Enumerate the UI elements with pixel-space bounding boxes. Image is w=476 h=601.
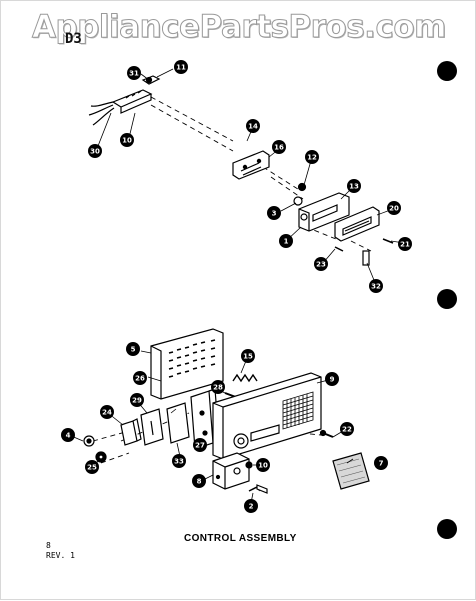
svg-text:31: 31 — [129, 70, 139, 78]
svg-text:15: 15 — [243, 353, 253, 361]
svg-text:10: 10 — [122, 137, 132, 145]
svg-text:20: 20 — [389, 205, 399, 213]
escutcheon-part — [334, 206, 380, 242]
callout-13: 13 — [347, 179, 361, 193]
callout-4: 4 — [61, 428, 75, 442]
mounting-bracket-part — [232, 150, 270, 180]
svg-text:7: 7 — [379, 460, 384, 468]
terminal-block-part — [88, 75, 161, 126]
svg-text:21: 21 — [400, 241, 410, 249]
knob-part — [297, 182, 307, 192]
diagram-title: CONTROL ASSEMBLY — [184, 533, 297, 544]
callout-25: 25 — [85, 460, 99, 474]
callout-9: 9 — [325, 372, 339, 386]
callout-20: 20 — [387, 201, 401, 215]
callout-16: 16 — [272, 140, 286, 154]
callout-1: 1 — [279, 234, 293, 248]
callout-23: 23 — [314, 257, 328, 271]
callout-24: 24 — [100, 405, 114, 419]
svg-text:25: 25 — [87, 464, 97, 472]
svg-text:33: 33 — [174, 458, 184, 466]
callout-31: 31 — [127, 66, 141, 80]
svg-text:12: 12 — [307, 154, 317, 162]
svg-text:24: 24 — [102, 409, 112, 417]
svg-text:22: 22 — [342, 426, 352, 434]
svg-text:8: 8 — [197, 478, 202, 486]
callout-26: 26 — [133, 371, 147, 385]
svg-text:4: 4 — [66, 432, 71, 440]
control-panel-part — [298, 192, 350, 232]
svg-text:5: 5 — [131, 346, 136, 354]
binder-hole — [437, 519, 457, 539]
svg-text:29: 29 — [132, 397, 142, 405]
callout-7: 7 — [374, 456, 388, 470]
svg-text:13: 13 — [349, 183, 359, 191]
back-plate-part — [150, 328, 224, 400]
callout-22: 22 — [340, 422, 354, 436]
callout-29: 29 — [130, 393, 144, 407]
svg-text:32: 32 — [371, 283, 381, 291]
page-number: 8 — [46, 541, 51, 550]
spring-part — [232, 373, 258, 383]
side-bracket-part — [120, 418, 142, 446]
callout-27: 27 — [193, 438, 207, 452]
svg-text:28: 28 — [213, 384, 223, 392]
svg-text:9: 9 — [330, 376, 335, 384]
callout-33: 33 — [172, 454, 186, 468]
corner-mark: D3 — [65, 31, 82, 47]
callout-32: 32 — [369, 279, 383, 293]
angle-bracket-part — [140, 408, 164, 446]
callout-5: 5 — [126, 342, 140, 356]
svg-text:16: 16 — [274, 144, 284, 152]
front-panel-part — [212, 372, 322, 460]
callout-12: 12 — [305, 150, 319, 164]
callout-21: 21 — [398, 237, 412, 251]
svg-text:23: 23 — [316, 261, 326, 269]
svg-text:26: 26 — [135, 375, 145, 383]
callout-11: 11 — [174, 60, 188, 74]
svg-text:11: 11 — [176, 64, 186, 72]
svg-text:14: 14 — [248, 123, 258, 131]
insulator-plate-part — [166, 402, 190, 444]
page-footer: 8 REV. 1 — [46, 541, 75, 561]
callout-14: 14 — [246, 119, 260, 133]
svg-text:27: 27 — [195, 442, 205, 450]
callout-28: 28 — [211, 380, 225, 394]
callout-10: 10 — [256, 458, 270, 472]
callout-8: 8 — [192, 474, 206, 488]
svg-text:30: 30 — [90, 148, 100, 156]
callout-30: 30 — [88, 144, 102, 158]
revision-label: REV. 1 — [46, 551, 75, 560]
svg-text:10: 10 — [258, 462, 268, 470]
svg-text:3: 3 — [272, 210, 277, 218]
filter-pad-part — [332, 452, 370, 490]
watermark: AppliancePartsPros.com — [32, 9, 447, 46]
mounting-block-part — [212, 452, 250, 490]
callout-2: 2 — [244, 499, 258, 513]
callout-10: 10 — [120, 133, 134, 147]
binder-hole — [437, 61, 457, 81]
callout-15: 15 — [241, 349, 255, 363]
svg-text:2: 2 — [249, 503, 254, 511]
binder-hole — [437, 289, 457, 309]
callout-3: 3 — [267, 206, 281, 220]
svg-text:1: 1 — [284, 238, 289, 246]
